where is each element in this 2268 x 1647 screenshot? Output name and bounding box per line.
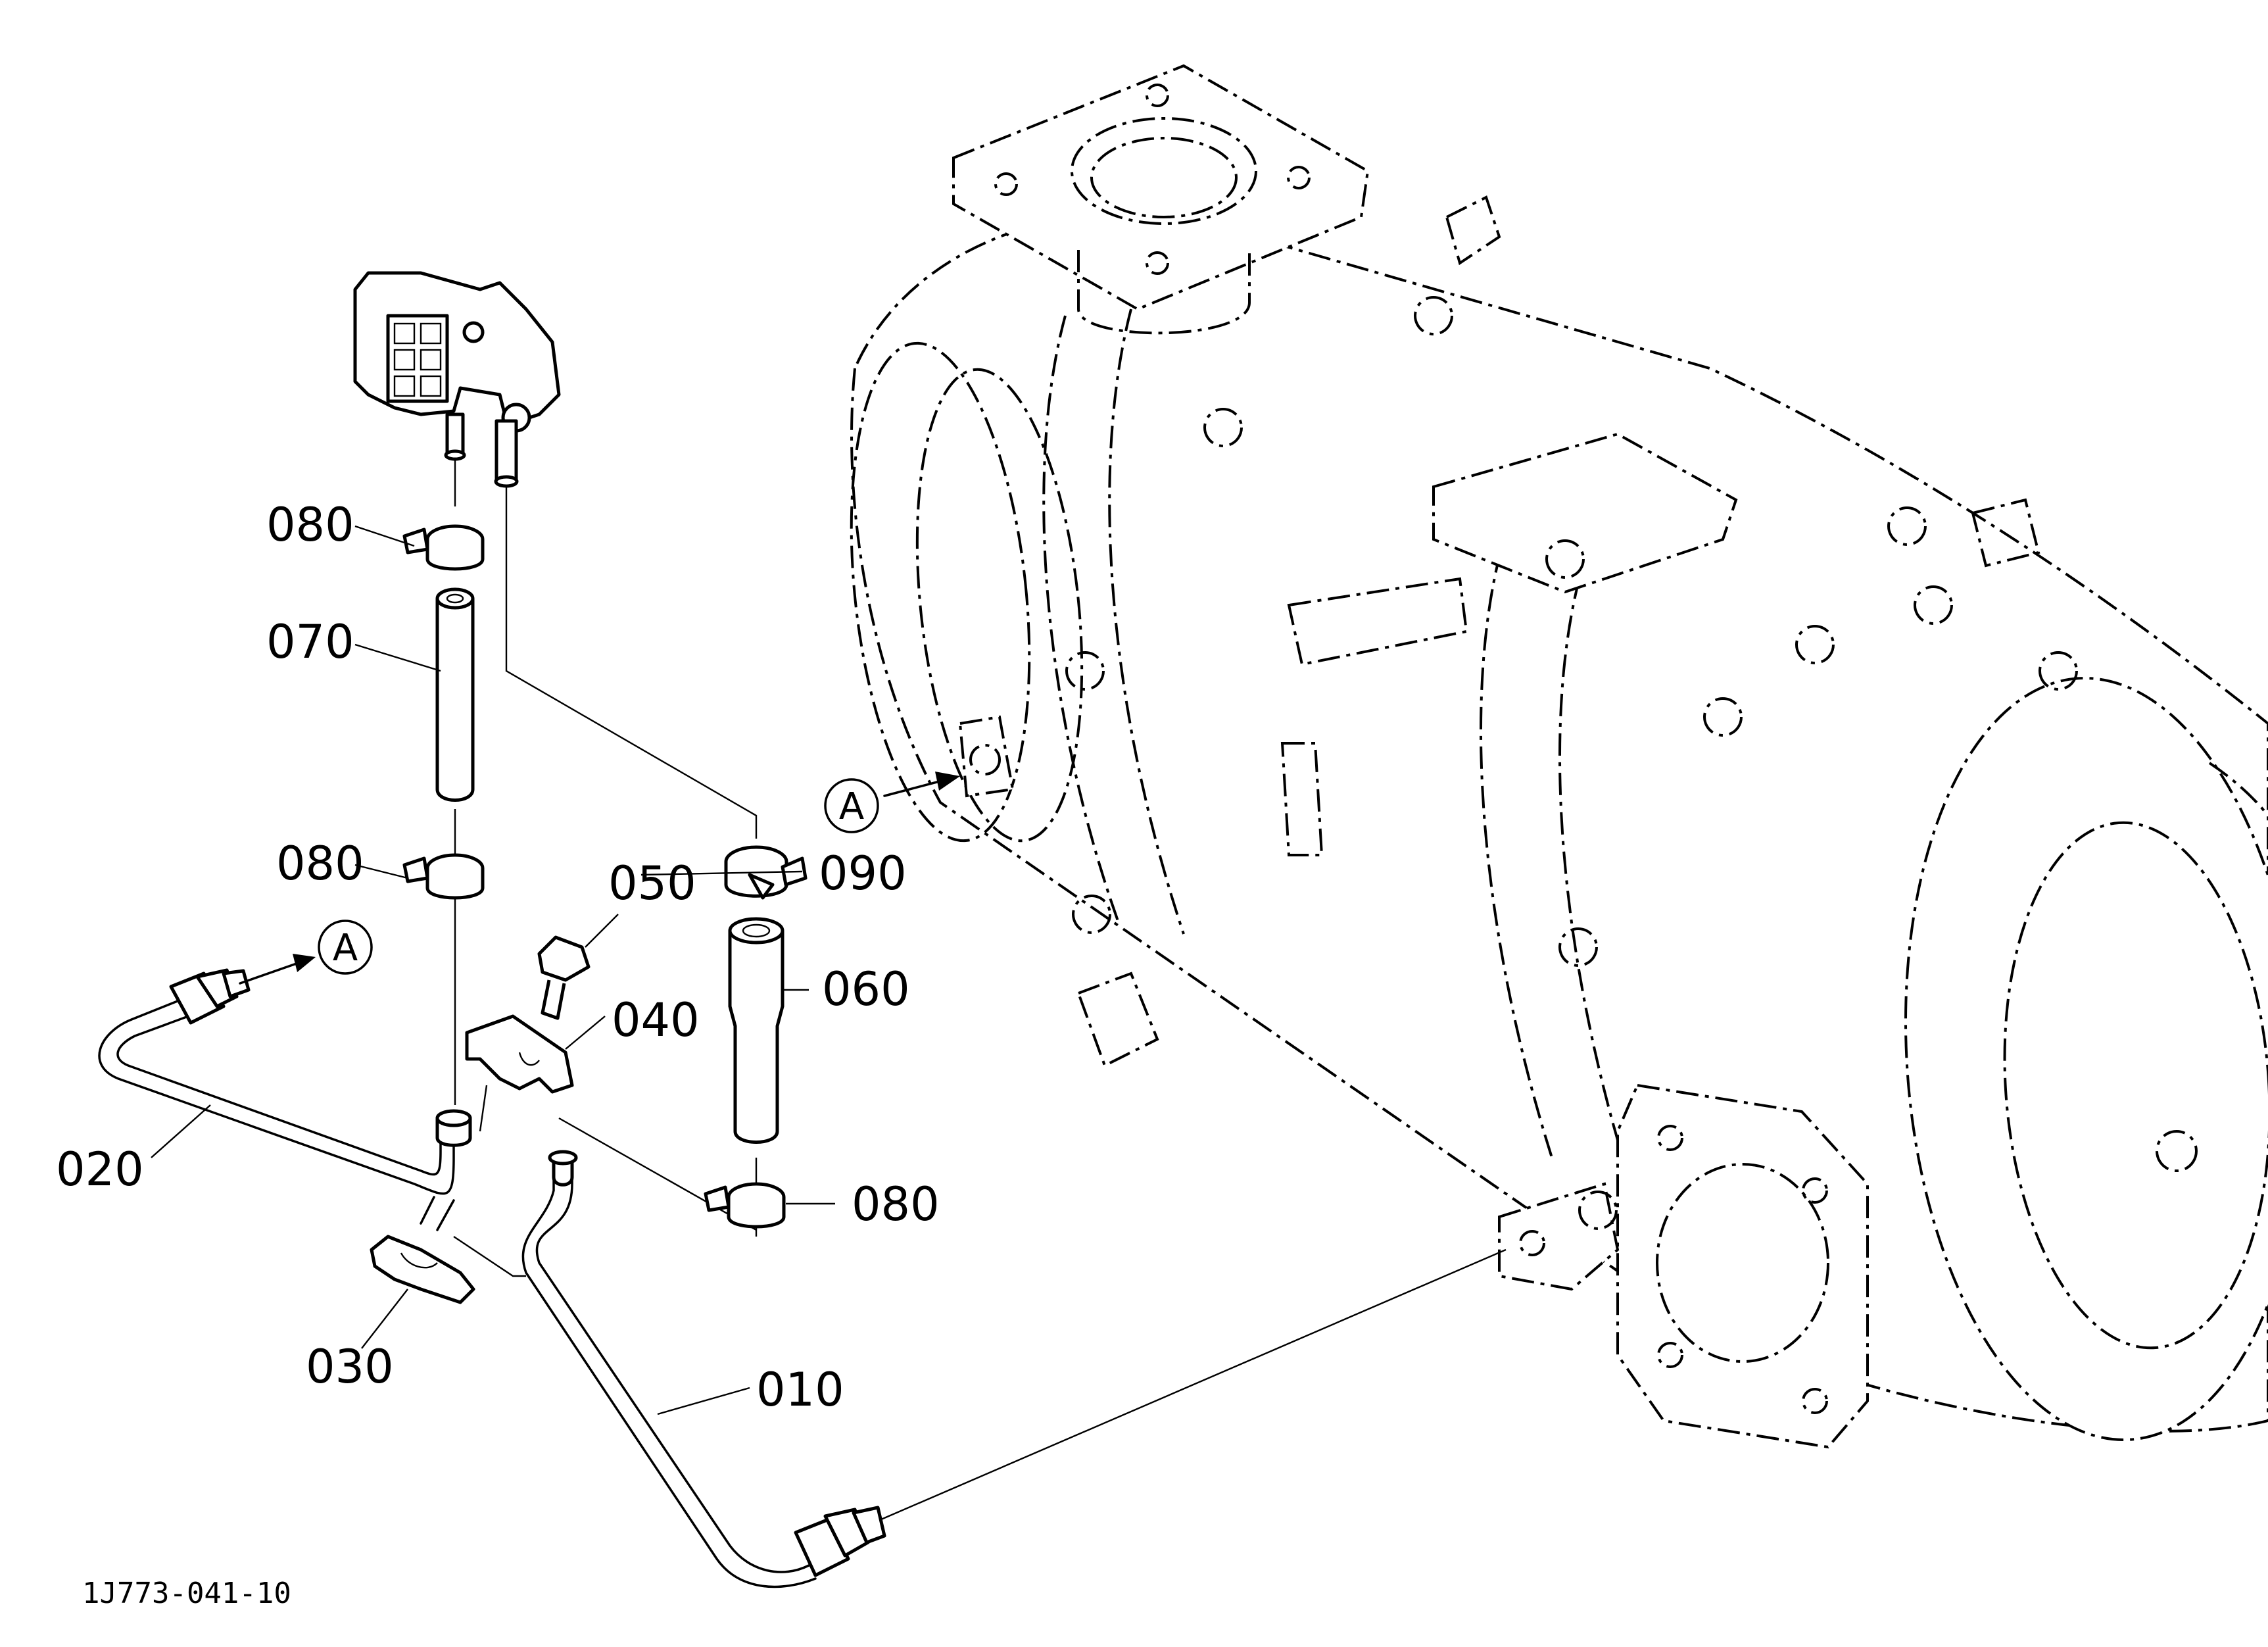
clamp-080-bottom [704, 1182, 786, 1229]
view-marker-left: A [239, 920, 373, 985]
hose-060 [728, 917, 784, 1144]
pipe-010 [521, 1150, 886, 1588]
bracket-040 [465, 1014, 574, 1094]
dpf-assembly [850, 64, 2268, 1449]
callout-050: 050 [608, 856, 696, 910]
view-a-label-left: A [333, 927, 358, 970]
callout-070: 070 [266, 615, 354, 669]
drawing-code: 1J773-041-10 [82, 1577, 291, 1610]
callout-040: 040 [612, 993, 700, 1047]
clip-030 [370, 1235, 475, 1304]
callout-020: 020 [56, 1143, 144, 1196]
callout-080-top: 080 [266, 498, 354, 552]
callout-090: 090 [819, 847, 907, 900]
callouts: 080 070 080 050 090 040 060 020 080 030 … [56, 498, 940, 1417]
bolt-050 [537, 935, 591, 1020]
callout-010: 010 [756, 1363, 844, 1417]
callout-080-mid: 080 [276, 837, 364, 891]
hose-070 [435, 587, 475, 802]
clamp-090 [724, 845, 808, 900]
clamp-080-top [402, 524, 485, 571]
clamp-080-mid [402, 853, 485, 900]
callout-leaders [151, 525, 835, 1415]
callout-030: 030 [306, 1340, 394, 1394]
callout-060: 060 [822, 962, 910, 1016]
pressure-sensor [353, 271, 561, 488]
pipe-020 [98, 968, 472, 1231]
view-a-label-right: A [839, 785, 864, 828]
callout-080-bottom: 080 [852, 1177, 940, 1231]
view-marker-right: A [824, 772, 960, 833]
